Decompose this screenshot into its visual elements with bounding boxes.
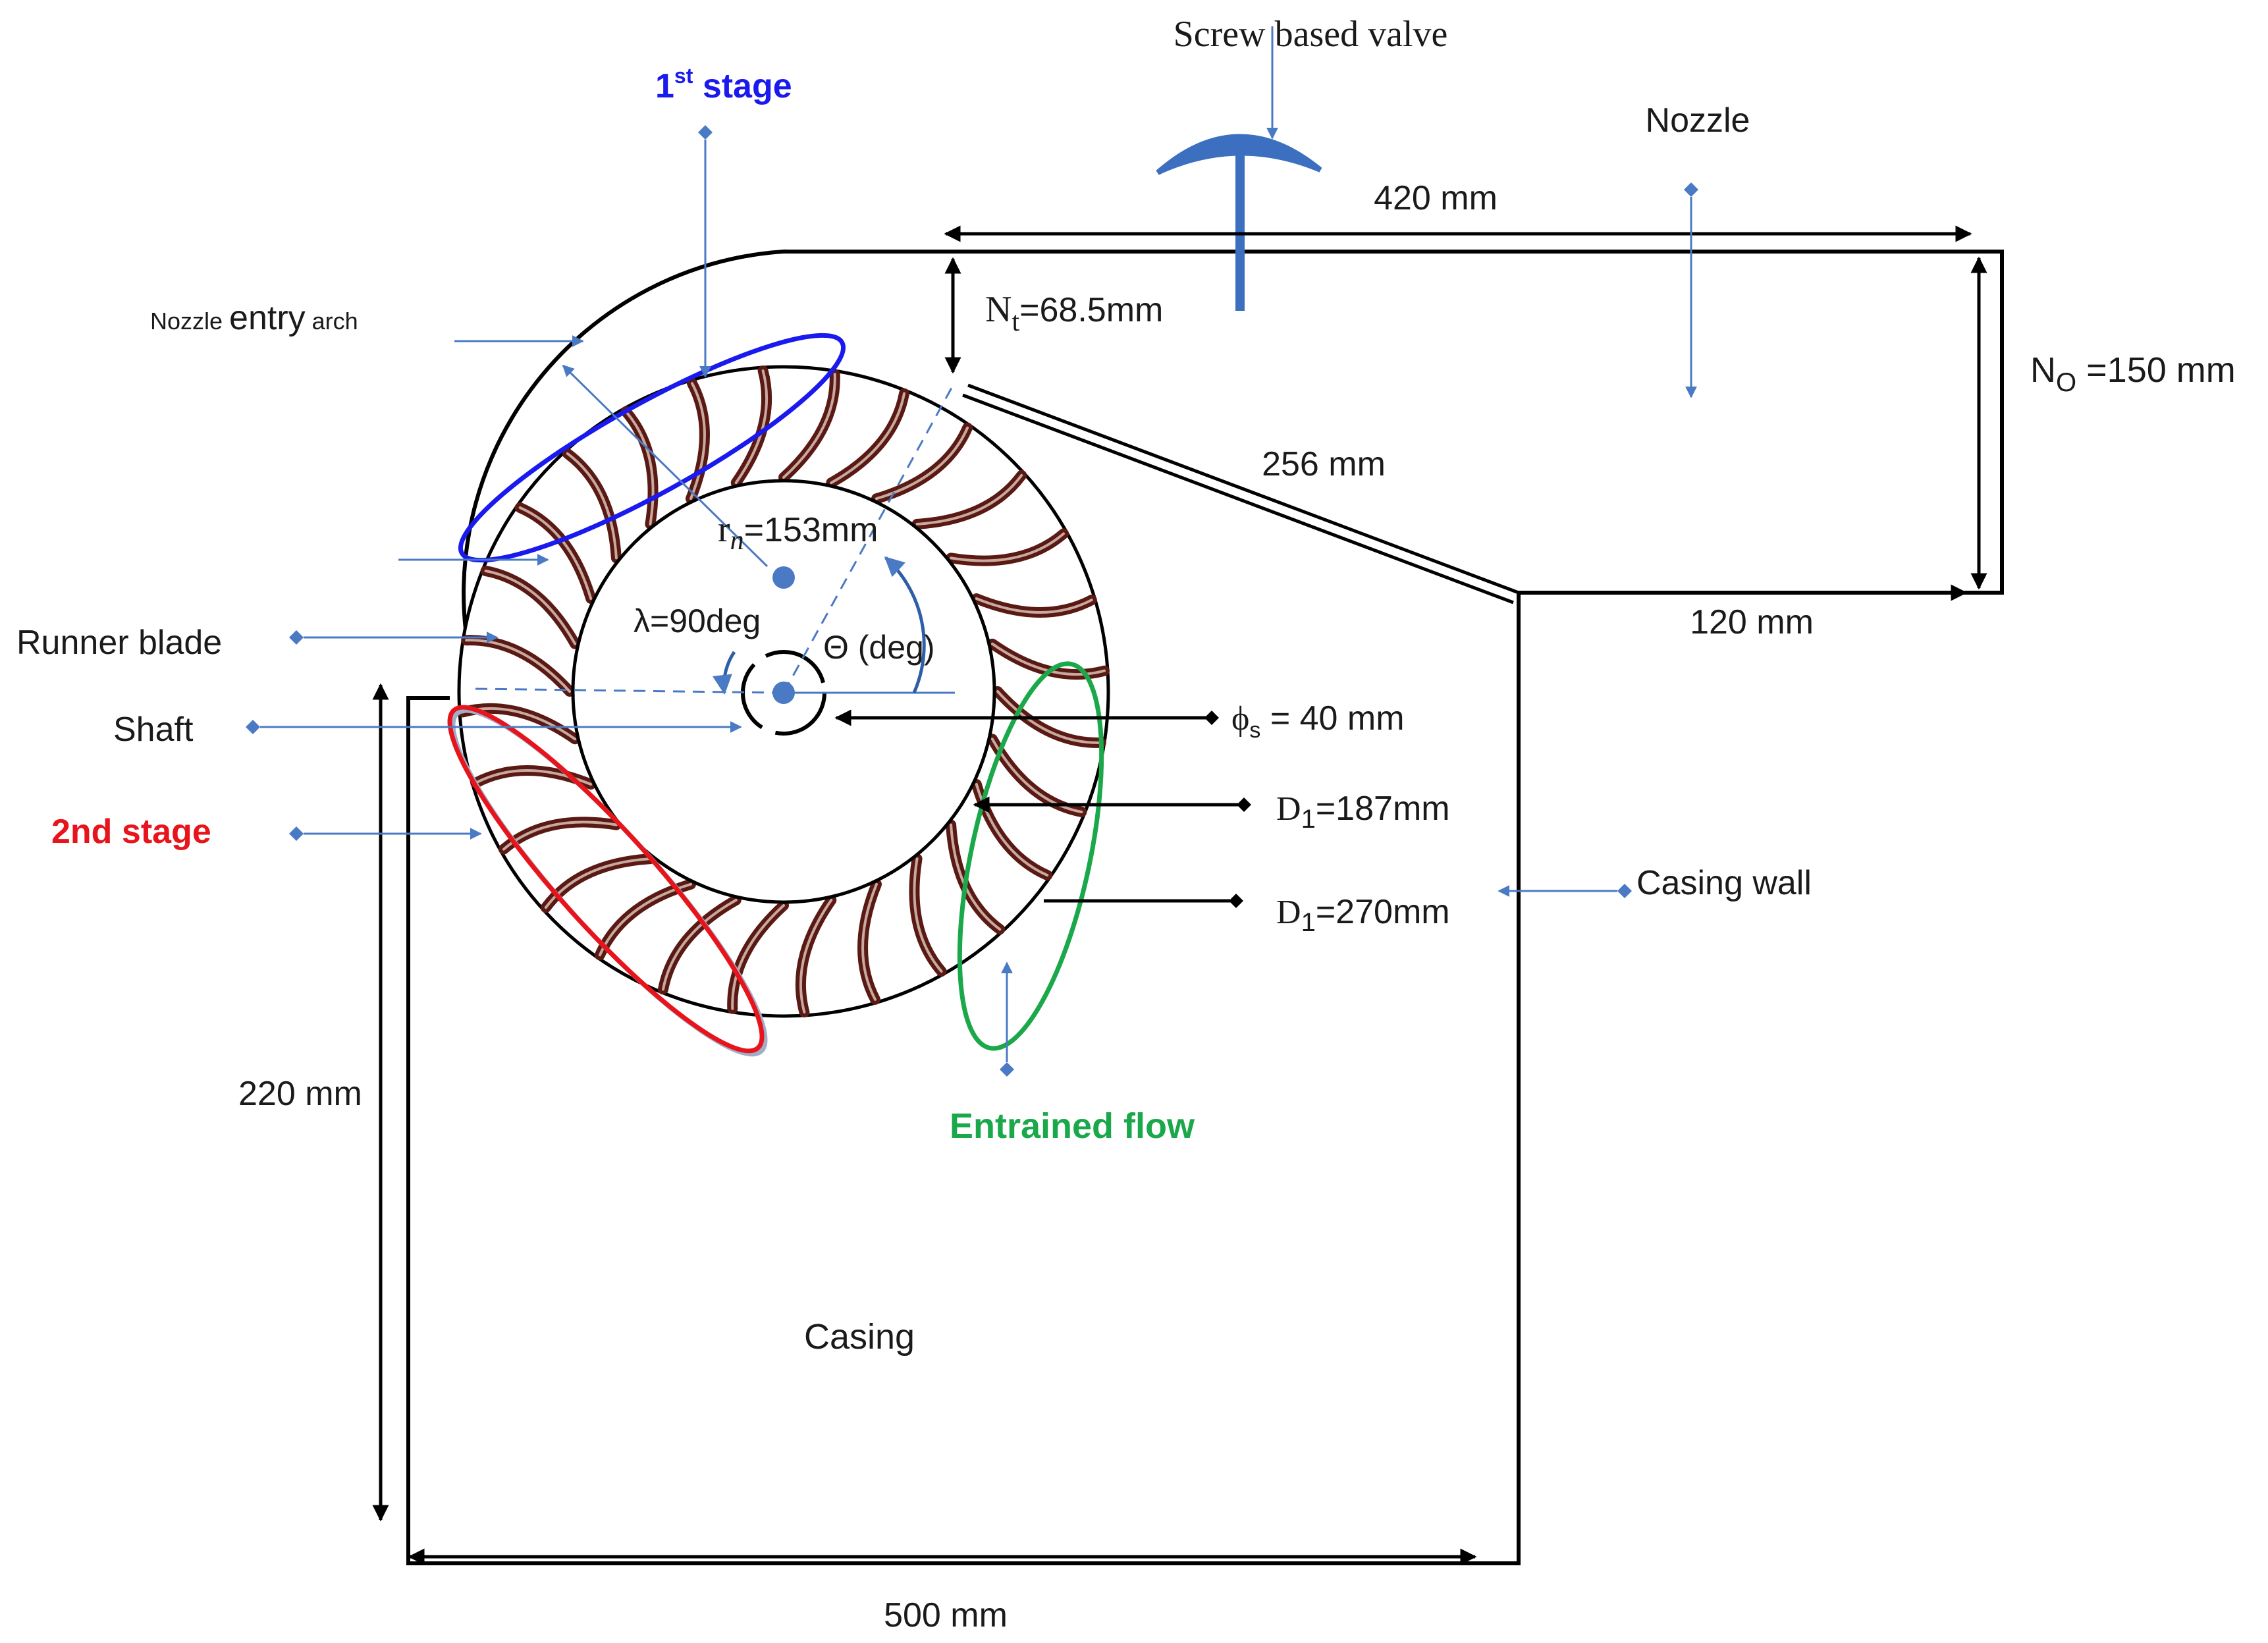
- entrained-flow-label: Entrained flow: [950, 1106, 1195, 1146]
- runner-blade-highlight: [782, 373, 836, 479]
- leader-arrows: [246, 26, 1698, 1077]
- runner-internals: [475, 381, 956, 736]
- runner-blade-highlight: [830, 392, 905, 485]
- dim-nozzle-bottom: 120 mm: [1690, 603, 1814, 641]
- dim-rn: rn=153mm: [718, 509, 878, 556]
- runner-blade-highlight: [731, 904, 785, 1010]
- dim-d1-outer: D1=270mm: [1276, 893, 1450, 937]
- runner-blade-highlight: [861, 882, 878, 1001]
- shaft-label: Shaft: [113, 711, 194, 749]
- runner-blade-highlight: [624, 410, 655, 525]
- runner-blade-highlight: [566, 452, 618, 560]
- entrained-flow-ellipse: [957, 661, 1104, 1051]
- runner-blade-highlight: [465, 639, 571, 693]
- dim-nozzle-length: 420 mm: [1374, 179, 1498, 217]
- dim-theta: Θ (deg): [823, 629, 935, 666]
- runner-blade-highlight: [996, 690, 1102, 744]
- casing-wall-label: Casing wall: [1636, 864, 1812, 902]
- dim-casing-width: 500 mm: [884, 1596, 1008, 1634]
- labels: 1st stage Screw based valve Nozzle Nozzl…: [16, 14, 2236, 1634]
- runner-blade-highlight: [975, 597, 1093, 614]
- dim-lambda: λ=90deg: [634, 603, 761, 639]
- runner-blade-highlight: [915, 473, 1023, 525]
- nozzle-entry-arch-label: Nozzle entry arch: [150, 299, 358, 337]
- second-stage-ellipse-red: [447, 705, 765, 1054]
- casing-label: Casing: [804, 1317, 915, 1357]
- nozzle-label: Nozzle: [1646, 101, 1750, 140]
- runner-blade-highlight: [913, 857, 943, 973]
- runner-blades: [458, 365, 1110, 1017]
- nozzle-centre: [772, 566, 795, 589]
- runner-blade-label: Runner blade: [16, 624, 222, 662]
- second-stage-label: 2nd stage: [51, 813, 211, 851]
- runner-blade-highlight: [950, 532, 1066, 562]
- runner-blade-highlight: [662, 898, 738, 991]
- runner-blade-highlight: [875, 426, 969, 500]
- dimension-lines: [372, 225, 1987, 1565]
- dim-nt: Nt=68.5mm: [985, 289, 1163, 337]
- screw-valve-label: Screw based valve: [1174, 14, 1448, 55]
- runner-blade-highlight: [799, 898, 833, 1013]
- runner-blade-highlight: [484, 570, 577, 645]
- runner-blade-highlight: [544, 857, 652, 909]
- dim-casing-height: 220 mm: [238, 1075, 362, 1113]
- first-stage-label: 1st stage: [655, 64, 792, 105]
- dim-diag: 256 mm: [1262, 445, 1386, 483]
- first-stage-ellipse: [458, 333, 846, 563]
- screw-valve-icon: [1156, 134, 1322, 311]
- dim-d1-inner: D1=187mm: [1276, 790, 1450, 834]
- dim-no: NO =150 mm: [2030, 350, 2236, 397]
- dim-phi: ϕs = 40 mm: [1231, 699, 1405, 743]
- runner-blade-highlight: [734, 369, 769, 485]
- runner-blade-highlight: [689, 382, 706, 500]
